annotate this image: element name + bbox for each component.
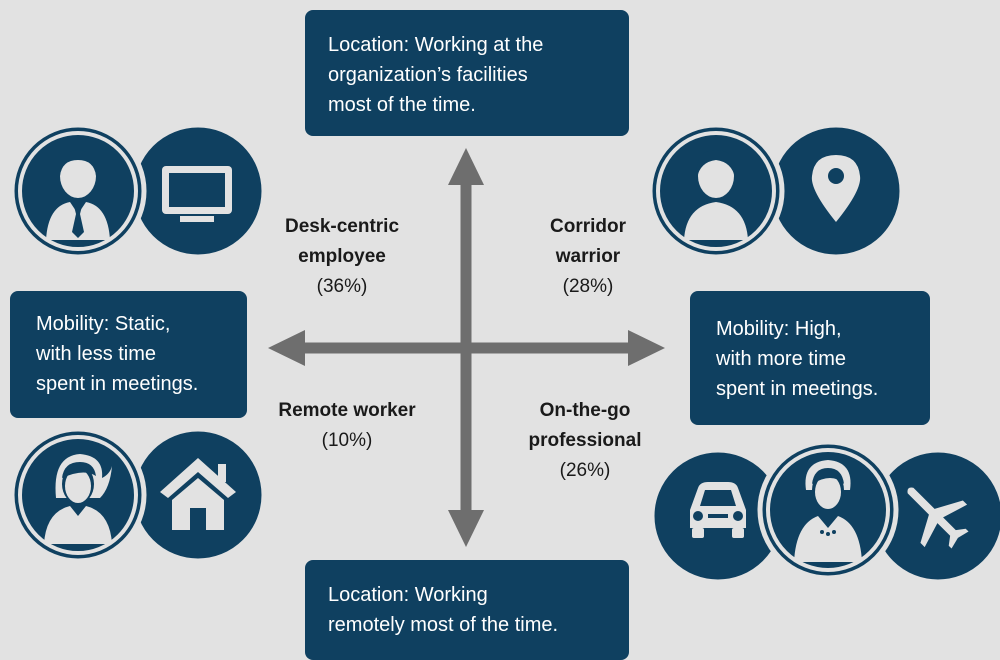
location-facilities-box: Location: Working at the organization’s …	[305, 10, 629, 136]
persona-name: Remote worker	[278, 400, 416, 421]
persona-percent: (28%)	[562, 276, 614, 297]
persona-percent: (10%)	[321, 430, 373, 451]
businesswoman-icon	[757, 439, 899, 581]
persona-remote-worker: Remote worker (10%)	[262, 396, 432, 456]
persona-corridor-warrior: Corridor warrior (28%)	[508, 212, 668, 302]
persona-name: Desk-centric employee	[284, 216, 400, 267]
house-icon	[160, 458, 236, 530]
persona-name: On-the-go professional	[528, 400, 642, 451]
person-icon	[647, 122, 905, 260]
persona-desk-centric: Desk-centric employee (36%)	[262, 212, 422, 302]
location-pin-icon	[811, 155, 861, 222]
location-remote-box: Location: Working remotely most of the t…	[305, 560, 629, 660]
persona-percent: (26%)	[559, 460, 611, 481]
monitor-icon	[162, 166, 232, 222]
arrow-down	[448, 510, 484, 547]
arrow-up	[448, 148, 484, 185]
persona-percent: (36%)	[316, 276, 368, 297]
persona-on-the-go: On-the-go professional (26%)	[510, 396, 660, 486]
arrow-left	[268, 330, 305, 366]
persona-name: Corridor warrior	[550, 216, 626, 267]
mobility-high-box: Mobility: High, with more time spent in …	[690, 291, 930, 425]
mobility-static-box: Mobility: Static, with less time spent i…	[10, 291, 247, 418]
arrow-right	[628, 330, 665, 366]
